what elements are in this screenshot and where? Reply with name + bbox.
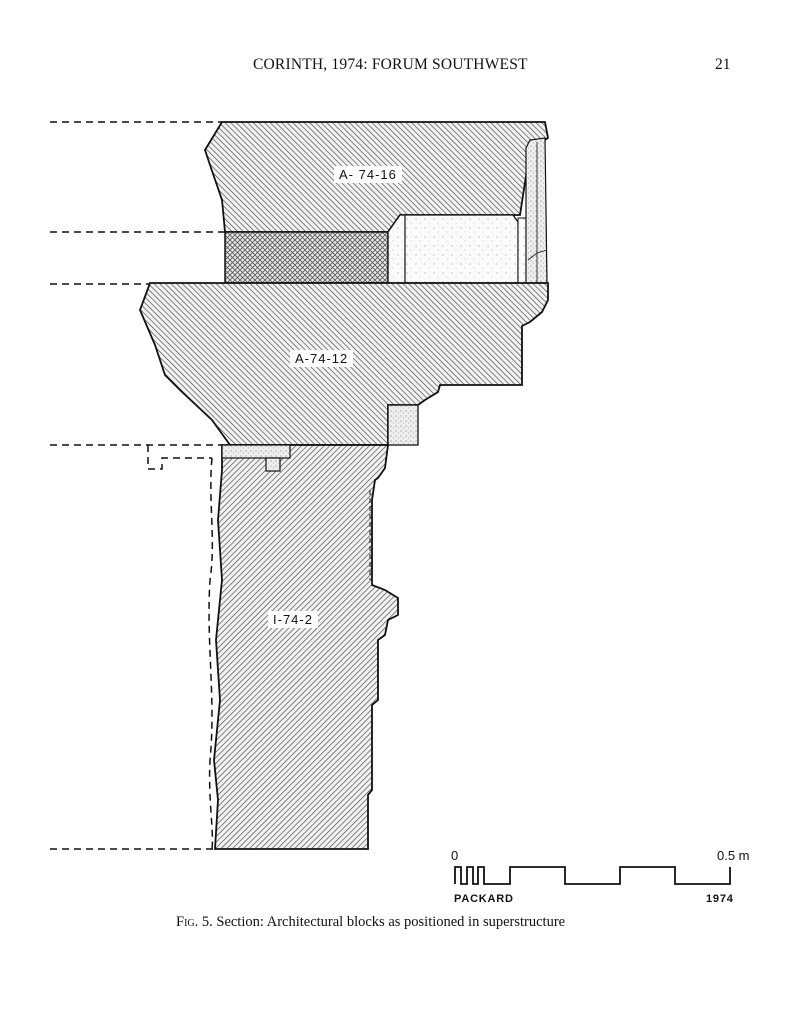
figure-caption: Fig. 5. Section: Architectural blocks as…	[176, 914, 565, 931]
block-label-i-74-2: I-74-2	[268, 611, 318, 628]
figure-caption-text: Section: Architectural blocks as positio…	[216, 914, 566, 930]
block-label-a-74-12: A-74-12	[290, 350, 354, 367]
block-label-a-74-16: A- 74-16	[334, 166, 402, 183]
draftsman-credit: PACKARD	[454, 893, 514, 905]
drawing-year: 1974	[706, 893, 734, 905]
figure-number: Fig. 5.	[176, 914, 213, 930]
scale-bar	[454, 866, 731, 885]
scale-start-label: 0	[451, 848, 459, 863]
block-a-74-16	[204, 121, 549, 284]
page-number: 21	[715, 56, 731, 73]
block-i-74-2	[213, 444, 399, 850]
level-lines	[50, 121, 225, 850]
running-head: CORINTH, 1974: FORUM SOUTHWEST	[253, 56, 528, 73]
scale-end-label: 0.5 m	[717, 848, 750, 863]
